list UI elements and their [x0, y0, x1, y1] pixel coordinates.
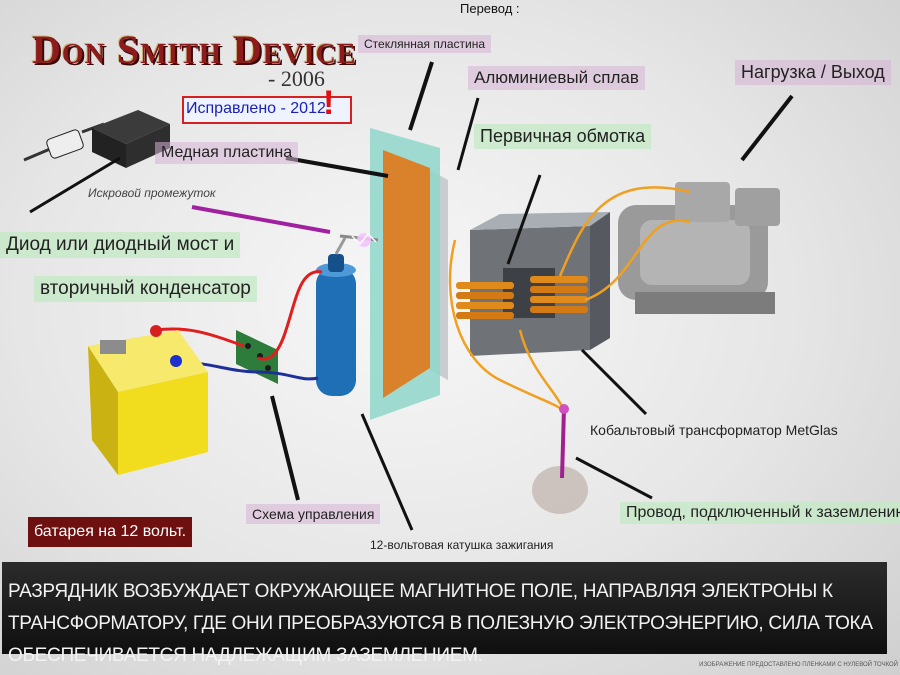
copper-plate: [383, 150, 430, 398]
load-output-label: Нагрузка / Выход: [735, 60, 891, 85]
translation-header: Перевод :: [460, 1, 520, 16]
ground-shadow: [532, 466, 588, 514]
title-year: 2006: [268, 66, 325, 92]
ignition-coil: [316, 237, 356, 396]
pointer-primary: [506, 174, 542, 265]
pointer-alloy: [456, 97, 480, 171]
load-wire-1: [558, 186, 691, 277]
battery-wire-positive: [155, 327, 245, 348]
spark-gap-label: Искровой промежуток: [88, 186, 216, 200]
copper-plate-label: Медная пластина: [155, 142, 299, 164]
primary-winding-right: [530, 276, 588, 313]
pointer-diode: [29, 156, 121, 214]
caption-text: РАЗРЯДНИК ВОЗБУЖДАЕТ ОКРУЖАЮЩЕЕ МАГНИТНО…: [8, 581, 873, 666]
pointer-control: [270, 395, 300, 501]
pointer-ground: [575, 456, 653, 500]
pointer-load: [740, 94, 794, 162]
secondary-capacitor-label: вторичный конденсатор: [34, 276, 257, 302]
device-title: Don Smith Device: [32, 27, 357, 72]
corrected-exclamation: !: [323, 84, 335, 122]
pointer-metglas: [580, 348, 648, 416]
caption-bar: РАЗРЯДНИК ВОЗБУЖДАЕТ ОКРУЖАЮЩЕЕ МАГНИТНО…: [2, 562, 887, 666]
load-wire-2: [584, 219, 691, 302]
ignition-coil-label: 12-вольтовая катушка зажигания: [370, 538, 554, 552]
pointer-coil: [360, 413, 414, 531]
diode-bridge-label: Диод или диодный мост и: [0, 232, 241, 258]
battery-label: батарея на 12 вольт.: [28, 517, 193, 547]
control-circuit-label: Схема управления: [246, 504, 381, 524]
primary-winding-left: [456, 282, 514, 319]
load-generator: [618, 182, 780, 314]
pointer-copper: [285, 156, 389, 178]
coil-wire: [257, 270, 323, 361]
battery-12v: [88, 325, 208, 475]
ground-wire-label: Провод, подключенный к заземлению: [620, 502, 900, 524]
metglas-transformer: [456, 212, 610, 356]
pointer-spark: [191, 205, 331, 234]
ground-rod: [560, 407, 566, 479]
aluminum-alloy-label: Алюминиевый сплав: [468, 66, 645, 90]
primary-winding-label: Первичная обмотка: [474, 124, 652, 149]
ground-rod-head: [559, 404, 569, 414]
ground-wire-2: [518, 329, 566, 411]
spark-gap: [339, 232, 379, 247]
ground-wire: [448, 239, 566, 413]
metglas-transformer-label: Кобальтовый трансформатор MetGlas: [590, 422, 838, 438]
glass-plate-label: Стеклянная пластина: [358, 35, 492, 53]
pointer-glass: [408, 61, 434, 131]
diode-icon: [23, 122, 105, 162]
corrected-note: Исправлено - 2012: [182, 96, 352, 124]
image-credit: ИЗОБРАЖЕНИЕ ПРЕДОСТАВЛЕНО ПЛЕНКАМИ С НУЛ…: [699, 662, 898, 668]
